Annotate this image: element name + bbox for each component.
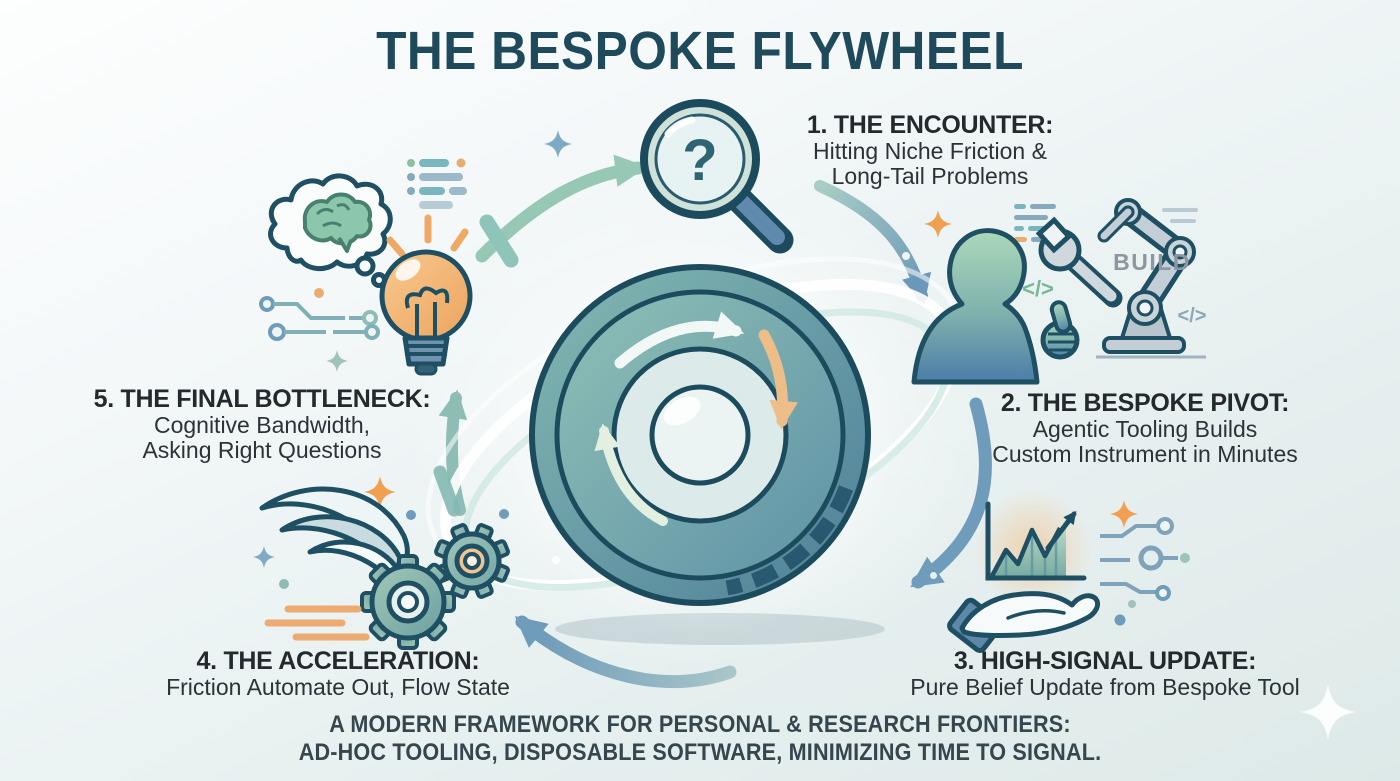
step-2-line: Custom Instrument in Minutes (992, 441, 1298, 467)
step-3-line: Pure Belief Update from Bespoke Tool (910, 674, 1300, 700)
dot-decoration (406, 510, 416, 520)
growth-chart (985, 501, 1087, 581)
step-1-line: Long-Tail Problems (831, 163, 1029, 189)
step-5-label: 5. THE FINAL BOTTLENECK: Cognitive Bandw… (92, 386, 432, 463)
wheel (529, 264, 871, 606)
lightbulb-icon (379, 214, 473, 376)
brain-thought-lightbulb-icon (259, 158, 519, 376)
large-gear (360, 554, 456, 650)
small-gear (434, 523, 510, 599)
wing (259, 486, 410, 587)
step-1-line: Hitting Niche Friction & (813, 138, 1047, 164)
rotation-arrows (594, 311, 798, 526)
hand-holding-growth-chart-icon (947, 490, 1190, 653)
teal-dash-decoration (433, 465, 461, 517)
step-4-heading: 4. THE ACCELERATION: (196, 647, 480, 675)
sparkle-icon (1300, 684, 1356, 740)
build-label: BUILD (1113, 249, 1191, 275)
light-rays (386, 214, 469, 258)
code-brackets-glyph: </> (1178, 305, 1207, 327)
arrow-step4-to-step5 (438, 389, 468, 516)
speed-lines (1162, 208, 1198, 223)
sparkle-icon (364, 476, 396, 508)
sparkle-icon (1110, 500, 1138, 528)
step-5-line: Cognitive Bandwidth, (153, 412, 371, 438)
page-title: THE BESPOKE FLYWHEEL (376, 21, 1024, 81)
step-2-line: Agentic Tooling Builds (1032, 416, 1258, 442)
sparkle-icon (924, 210, 952, 238)
step-5-line: Asking Right Questions (142, 437, 382, 463)
sparkle-icon (253, 546, 275, 568)
circuit-decoration (259, 288, 380, 341)
speed-lines (264, 605, 370, 641)
dot-decoration (279, 579, 289, 589)
open-hand (947, 591, 1101, 653)
circuit-decoration (1100, 517, 1190, 626)
code-list-decoration (407, 158, 467, 209)
magnifying-glass-question-icon: ? (640, 99, 794, 254)
footer-line-1: A MODERN FRAMEWORK FOR PERSONAL & RESEAR… (329, 711, 1071, 738)
footer-tagline: A MODERN FRAMEWORK FOR PERSONAL & RESEAR… (70, 711, 1330, 767)
sparkle-icon (326, 350, 348, 372)
winged-gears-icon (253, 465, 510, 650)
arrow-step1-to-step2 (814, 180, 932, 305)
step-1-heading: 1. THE ENCOUNTER: (806, 111, 1054, 139)
step-1-label: 1. THE ENCOUNTER: Hitting Niche Friction… (760, 112, 1100, 189)
code-brackets-glyph: </> (1022, 276, 1054, 301)
step-4-label: 4. THE ACCELERATION: Friction Automate O… (158, 648, 518, 700)
code-lines-decoration (1014, 204, 1056, 242)
dot-decoration (552, 556, 560, 564)
sparkle-icon (544, 130, 572, 158)
arrow-step2-to-step3 (910, 397, 992, 589)
step-4-line: Friction Automate Out, Flow State (166, 674, 510, 700)
arrow-step3-to-step4 (514, 615, 737, 688)
step-3-label: 3. HIGH-SIGNAL UPDATE: Pure Belief Updat… (900, 648, 1310, 700)
footer-line-2: AD-HOC TOOLING, DISPOSABLE SOFTWARE, MIN… (298, 739, 1102, 766)
person-thumbs-up-robot-arm-icon: BUILD </> </> (911, 198, 1207, 385)
wrench-icon (1035, 216, 1123, 308)
dot-decoration (930, 572, 937, 579)
step-2-heading: 2. THE BESPOKE PIVOT: (1000, 389, 1290, 417)
dot-decoration (902, 252, 910, 260)
step-5-heading: 5. THE FINAL BOTTLENECK: (93, 385, 431, 413)
step-3-heading: 3. HIGH-SIGNAL UPDATE: (953, 647, 1257, 675)
step-2-label: 2. THE BESPOKE PIVOT: Agentic Tooling Bu… (980, 390, 1310, 467)
robot-arm-icon (1096, 198, 1206, 359)
dot-decoration (499, 509, 509, 519)
brain-icon (302, 192, 373, 253)
question-mark-glyph: ? (682, 128, 717, 193)
person-silhouette (911, 228, 1080, 385)
teal-dash-decoration (479, 214, 519, 268)
